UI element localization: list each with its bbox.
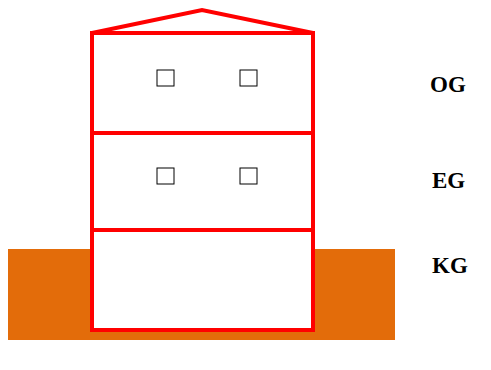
floor-line [92,131,313,135]
window [240,168,257,184]
roof [92,10,313,33]
floor-label: EG [432,169,465,192]
window [157,168,174,184]
floor-label: KG [432,254,468,277]
window [157,70,174,86]
window [240,70,257,86]
house-outline [92,33,313,330]
floor-line [92,228,313,232]
floor-label: OG [430,73,466,96]
